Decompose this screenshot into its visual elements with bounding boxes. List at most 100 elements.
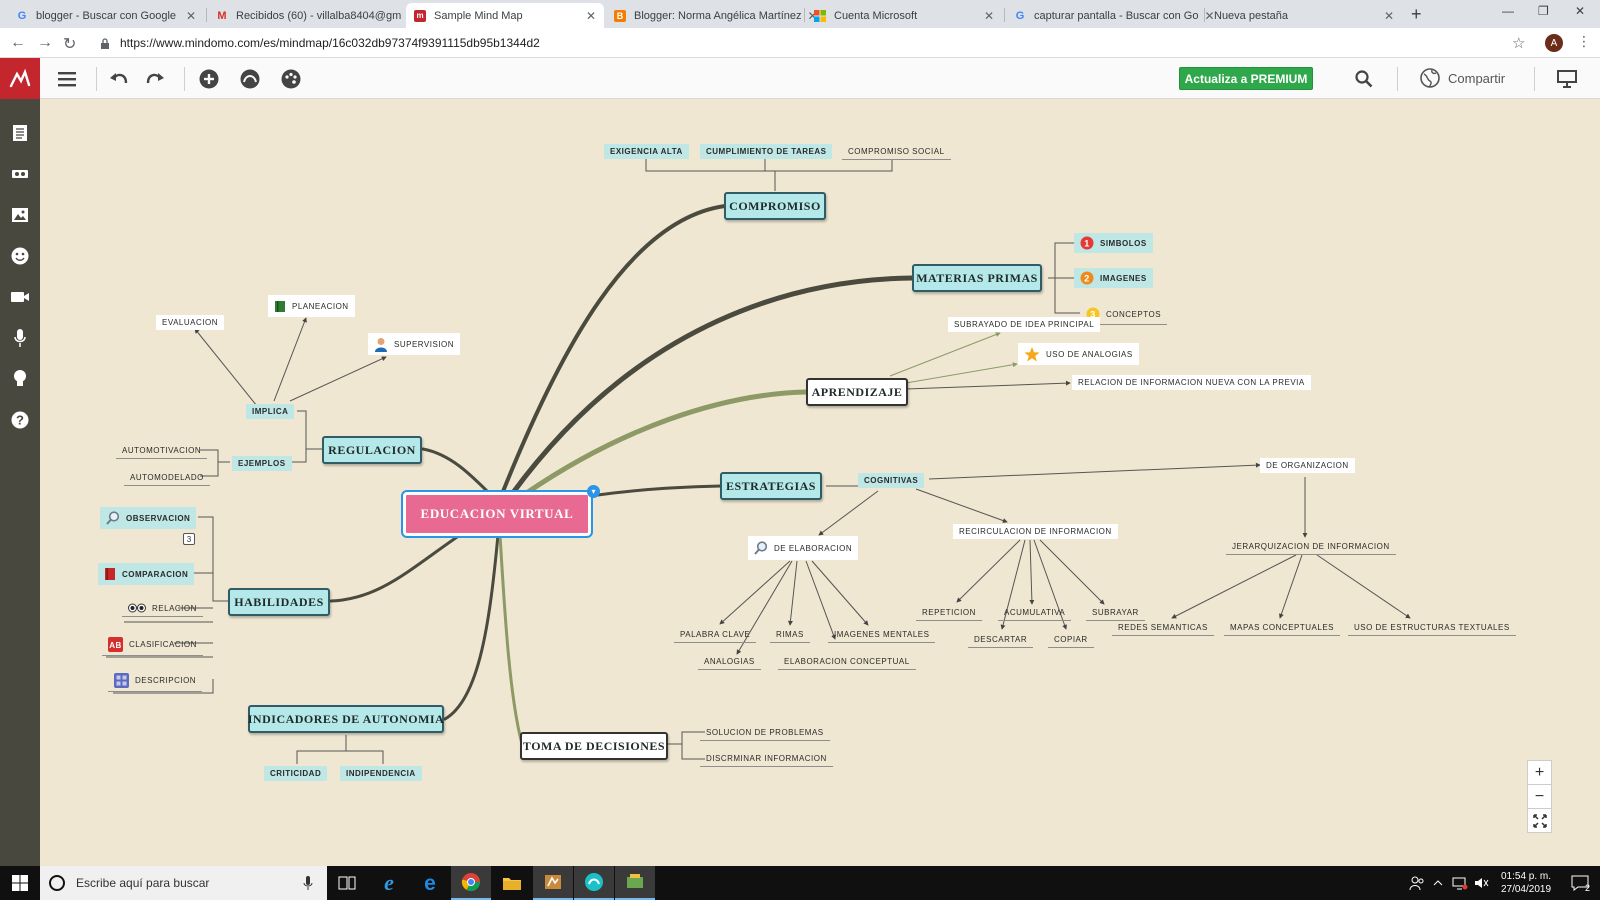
- menu-icon[interactable]: [56, 68, 78, 90]
- subtopic-discriminar-informacion[interactable]: DISCRMINAR INFORMACION: [700, 751, 833, 767]
- add-topic-icon[interactable]: [198, 68, 220, 90]
- subtopic-cognitivas[interactable]: COGNITIVAS: [858, 473, 925, 488]
- close-tab-icon[interactable]: ✕: [983, 8, 994, 23]
- subtopic-subrayado-idea[interactable]: SUBRAYADO DE IDEA PRINCIPAL: [948, 317, 1101, 332]
- microphone-icon[interactable]: [9, 327, 31, 349]
- upgrade-premium-button[interactable]: Actualiza a PREMIUM: [1179, 67, 1313, 90]
- subtopic-copiar[interactable]: COPIAR: [1048, 632, 1094, 648]
- internet-explorer-icon[interactable]: e: [369, 866, 409, 900]
- subtopic-exigencia-alta[interactable]: EXIGENCIA ALTA: [604, 144, 689, 159]
- topic-indicadores-autonomia[interactable]: INDICADORES DE AUTONOMIA: [248, 705, 444, 733]
- restore-icon[interactable]: ❐: [1538, 4, 1549, 18]
- subtopic-comparacion[interactable]: COMPARACION: [98, 563, 195, 585]
- central-topic[interactable]: EDUCACION VIRTUAL: [401, 490, 593, 538]
- relationship-icon[interactable]: [239, 68, 261, 90]
- file-explorer-icon[interactable]: [492, 866, 532, 900]
- mindmap-canvas[interactable]: EDUCACION VIRTUAL ▾ COMPROMISO MATERIAS …: [40, 99, 1600, 866]
- link-icon[interactable]: [9, 163, 31, 185]
- subtopic-acumulativa[interactable]: ACUMULATIVA: [998, 605, 1072, 621]
- subtopic-descartar[interactable]: DESCARTAR: [968, 632, 1034, 648]
- topic-compromiso[interactable]: COMPROMISO: [724, 192, 826, 220]
- notes-icon[interactable]: [9, 122, 31, 144]
- close-window-icon[interactable]: ✕: [1575, 4, 1586, 18]
- subtopic-clasificacion[interactable]: AB CLASIFICACION: [102, 634, 203, 656]
- edge-icon[interactable]: e: [410, 866, 450, 900]
- topic-toma-decisiones[interactable]: TOMA DE DECISIONES: [520, 732, 668, 760]
- presentation-icon[interactable]: [1556, 68, 1578, 90]
- redo-icon[interactable]: [144, 68, 166, 90]
- chrome-icon[interactable]: [451, 866, 491, 900]
- url-field[interactable]: https://www.mindomo.com/es/mindmap/16c03…: [92, 32, 1552, 54]
- topic-regulacion[interactable]: REGULACION: [322, 436, 422, 464]
- mindomo-logo[interactable]: [0, 58, 40, 99]
- subtopic-subrayar[interactable]: SUBRAYAR: [1086, 605, 1145, 621]
- theme-palette-icon[interactable]: [280, 68, 302, 90]
- close-tab-icon[interactable]: ✕: [807, 8, 818, 23]
- video-icon[interactable]: [9, 286, 31, 308]
- tray-chevron-icon[interactable]: [1428, 866, 1448, 900]
- undo-icon[interactable]: [108, 68, 130, 90]
- bookmark-star-icon[interactable]: ☆: [1512, 35, 1526, 52]
- close-tab-icon[interactable]: ✕: [185, 8, 196, 23]
- subtopic-estructuras-textuales[interactable]: USO DE ESTRUCTURAS TEXTUALES: [1348, 620, 1516, 636]
- volume-icon[interactable]: [1471, 866, 1493, 900]
- taskbar-search-box[interactable]: Escribe aquí para buscar: [40, 866, 327, 900]
- subtopic-de-organizacion[interactable]: DE ORGANIZACION: [1260, 458, 1355, 473]
- subtopic-redes-semanticas[interactable]: REDES SEMANTICAS: [1112, 620, 1214, 636]
- account-avatar[interactable]: A: [1545, 34, 1563, 52]
- subtopic-planeacion[interactable]: PLANEACION: [268, 295, 355, 317]
- subtopic-de-elaboracion[interactable]: DE ELABORACION: [748, 536, 859, 560]
- tab-new-tab[interactable]: Nueva pestaña✕: [1214, 8, 1394, 23]
- share-button[interactable]: Compartir: [1420, 68, 1505, 88]
- notifications-icon[interactable]: 2: [1560, 866, 1600, 900]
- app-icon-teal[interactable]: [574, 866, 614, 900]
- collapse-icon[interactable]: ▾: [587, 485, 600, 498]
- subtopic-evaluacion[interactable]: EVALUACION: [156, 315, 224, 330]
- help-icon[interactable]: ?: [9, 409, 31, 431]
- subtopic-solucion-problemas[interactable]: SOLUCION DE PROBLEMAS: [700, 725, 830, 741]
- subtopic-recirculacion[interactable]: RECIRCULACION DE INFORMACION: [953, 524, 1118, 539]
- app-icon-orange[interactable]: [533, 866, 573, 900]
- network-icon[interactable]: [1449, 866, 1471, 900]
- close-tab-icon[interactable]: ✕: [1383, 8, 1394, 23]
- browser-menu-icon[interactable]: ⋮: [1577, 33, 1591, 49]
- tab-capturar-search[interactable]: G capturar pantalla - Buscar con Go✕: [1015, 8, 1215, 23]
- minimize-icon[interactable]: —: [1502, 4, 1514, 18]
- tab-microsoft[interactable]: Cuenta Microsoft✕: [806, 3, 1002, 28]
- zoom-in-button[interactable]: +: [1527, 760, 1552, 785]
- emoji-icon[interactable]: [9, 245, 31, 267]
- subtopic-supervision[interactable]: SUPERVISION: [368, 333, 461, 355]
- subtopic-imagenes-mentales[interactable]: IMAGENES MENTALES: [828, 627, 936, 643]
- topic-habilidades[interactable]: HABILIDADES: [228, 588, 330, 616]
- subtopic-automotivacion[interactable]: AUTOMOTIVACION: [116, 443, 208, 459]
- back-icon[interactable]: ←: [10, 34, 26, 51]
- subtopic-descripcion[interactable]: DESCRIPCION: [108, 670, 203, 692]
- tab-blogger-search[interactable]: G blogger - Buscar con Google✕: [17, 8, 196, 23]
- subtopic-compromiso-social[interactable]: COMPROMISO SOCIAL: [842, 144, 951, 160]
- subtopic-relacion-informacion[interactable]: RELACION DE INFORMACION NUEVA CON LA PRE…: [1072, 375, 1311, 390]
- subtopic-criticidad[interactable]: CRITICIDAD: [264, 766, 328, 781]
- subtopic-observacion[interactable]: OBSERVACION: [100, 507, 197, 529]
- task-view-icon[interactable]: [327, 866, 367, 900]
- new-tab-button[interactable]: +: [1411, 4, 1422, 24]
- subtopic-analogias[interactable]: ANALOGIAS: [698, 654, 761, 670]
- subtopic-automodelado[interactable]: AUTOMODELADO: [124, 470, 210, 486]
- close-tab-icon[interactable]: ✕: [1204, 8, 1215, 23]
- subtopic-mapas-conceptuales[interactable]: MAPAS CONCEPTUALES: [1224, 620, 1340, 636]
- close-tab-icon[interactable]: ✕: [585, 8, 596, 23]
- system-clock[interactable]: 01:54 p. m. 27/04/2019: [1500, 871, 1552, 895]
- people-icon[interactable]: [1397, 866, 1437, 900]
- subtopic-cumplimiento-tareas[interactable]: CUMPLIMIENTO DE TAREAS: [700, 144, 833, 159]
- forward-icon[interactable]: →: [37, 34, 53, 51]
- zoom-out-button[interactable]: −: [1527, 784, 1552, 809]
- subtopic-uso-analogias[interactable]: USO DE ANALOGIAS: [1018, 343, 1139, 365]
- subtopic-simbolos[interactable]: 1 SIMBOLOS: [1074, 233, 1153, 253]
- subtopic-implica[interactable]: IMPLICA: [246, 404, 295, 419]
- topic-aprendizaje[interactable]: APRENDIZAJE: [806, 378, 908, 406]
- subtopic-ejemplos[interactable]: EJEMPLOS: [232, 456, 292, 471]
- tab-sample-mind-map[interactable]: m Sample Mind Map✕: [406, 3, 604, 28]
- subtopic-rimas[interactable]: RIMAS: [770, 627, 810, 643]
- search-icon[interactable]: [1353, 68, 1375, 90]
- subtopic-elaboracion-conceptual[interactable]: ELABORACION CONCEPTUAL: [778, 654, 916, 670]
- app-icon-green[interactable]: [615, 866, 655, 900]
